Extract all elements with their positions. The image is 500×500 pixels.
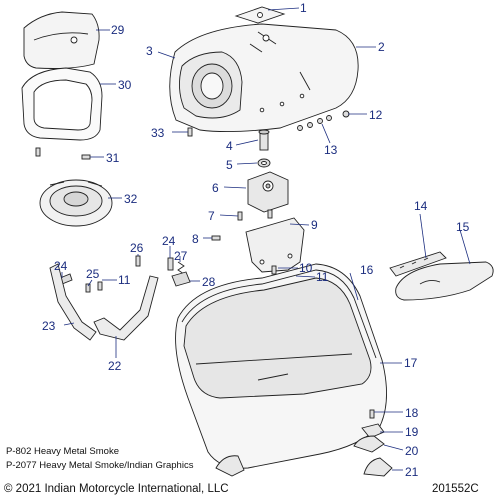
callout-14: 14 xyxy=(414,199,428,213)
callout-9: 9 xyxy=(311,218,318,232)
part-32-speaker xyxy=(39,179,113,227)
callout-11-right: 11 xyxy=(316,270,329,284)
part-2-trunk-lid xyxy=(169,23,359,133)
part-4-pin xyxy=(258,129,270,151)
part-26-screw xyxy=(135,255,141,267)
callout-6: 6 xyxy=(212,181,219,195)
callout-2: 2 xyxy=(378,40,385,54)
callout-24-right: 24 xyxy=(162,234,176,248)
part-31-screw xyxy=(35,147,91,160)
part-14-emblem xyxy=(389,251,447,277)
diagram-id: 201552C xyxy=(432,483,479,495)
part-5-washer xyxy=(257,158,271,168)
legend-line-1: P-802 Heavy Metal Smoke xyxy=(6,446,119,457)
callout-29: 29 xyxy=(111,23,125,37)
callout-31: 31 xyxy=(106,151,120,165)
callout-13: 13 xyxy=(324,143,338,157)
callout-24-left: 24 xyxy=(54,259,68,273)
part-28-bracket-clip xyxy=(171,271,191,287)
callout-32: 32 xyxy=(124,192,138,206)
callout-labels: 1 2 3 4 5 6 7 8 9 10 11 11 12 13 14 15 1… xyxy=(42,1,470,479)
callout-11-left: 11 xyxy=(118,273,131,287)
part-16-gasket xyxy=(181,269,377,359)
part-8-screw xyxy=(211,235,221,241)
part-10-screw xyxy=(271,265,277,275)
callout-25: 25 xyxy=(86,267,100,281)
part-21-bumper xyxy=(363,457,393,477)
callout-33: 33 xyxy=(151,126,165,140)
callout-17: 17 xyxy=(404,356,418,370)
part-17-trunk-base xyxy=(175,263,387,469)
part-33-screw xyxy=(187,127,193,137)
callout-21: 21 xyxy=(405,465,419,479)
callout-27: 27 xyxy=(174,249,188,263)
part-15-side-trim xyxy=(395,261,494,301)
callout-30: 30 xyxy=(118,78,132,92)
callout-20: 20 xyxy=(405,444,419,458)
part-13-nuts xyxy=(297,115,332,131)
callout-4: 4 xyxy=(226,139,233,153)
callout-19: 19 xyxy=(405,425,419,439)
callout-5: 5 xyxy=(226,158,233,172)
part-20-bumper xyxy=(353,435,385,453)
part-29-lid-pad xyxy=(23,11,100,69)
callout-1: 1 xyxy=(300,1,307,15)
part-extra-bumper-bottom xyxy=(215,455,245,477)
callout-7: 7 xyxy=(208,209,215,223)
copyright-notice: © 2021 Indian Motorcycle International, … xyxy=(4,483,229,495)
part-11-screw-left xyxy=(97,281,103,291)
callout-28: 28 xyxy=(202,275,216,289)
part-25-screw xyxy=(85,283,91,293)
callout-8: 8 xyxy=(192,232,199,246)
callout-26: 26 xyxy=(130,241,144,255)
callout-18: 18 xyxy=(405,406,419,420)
callout-16: 16 xyxy=(360,263,374,277)
callout-15: 15 xyxy=(456,220,470,234)
part-18-screw xyxy=(369,409,375,419)
callout-23: 23 xyxy=(42,319,56,333)
callout-3: 3 xyxy=(146,44,153,58)
part-6-latch xyxy=(247,171,289,213)
part-30-gasket-frame xyxy=(21,67,103,141)
part-9-bracket xyxy=(245,217,305,273)
part-1-top-cap xyxy=(234,6,286,24)
callout-10: 10 xyxy=(299,261,313,275)
part-24-clip-right xyxy=(167,257,174,271)
part-22-support-arm xyxy=(93,275,159,341)
legend-line-2: P-2077 Heavy Metal Smoke/Indian Graphics xyxy=(6,460,194,471)
callout-12: 12 xyxy=(369,108,383,122)
callout-22: 22 xyxy=(108,359,122,373)
part-23-support-arm xyxy=(49,263,97,341)
leader-lines xyxy=(61,7,471,471)
